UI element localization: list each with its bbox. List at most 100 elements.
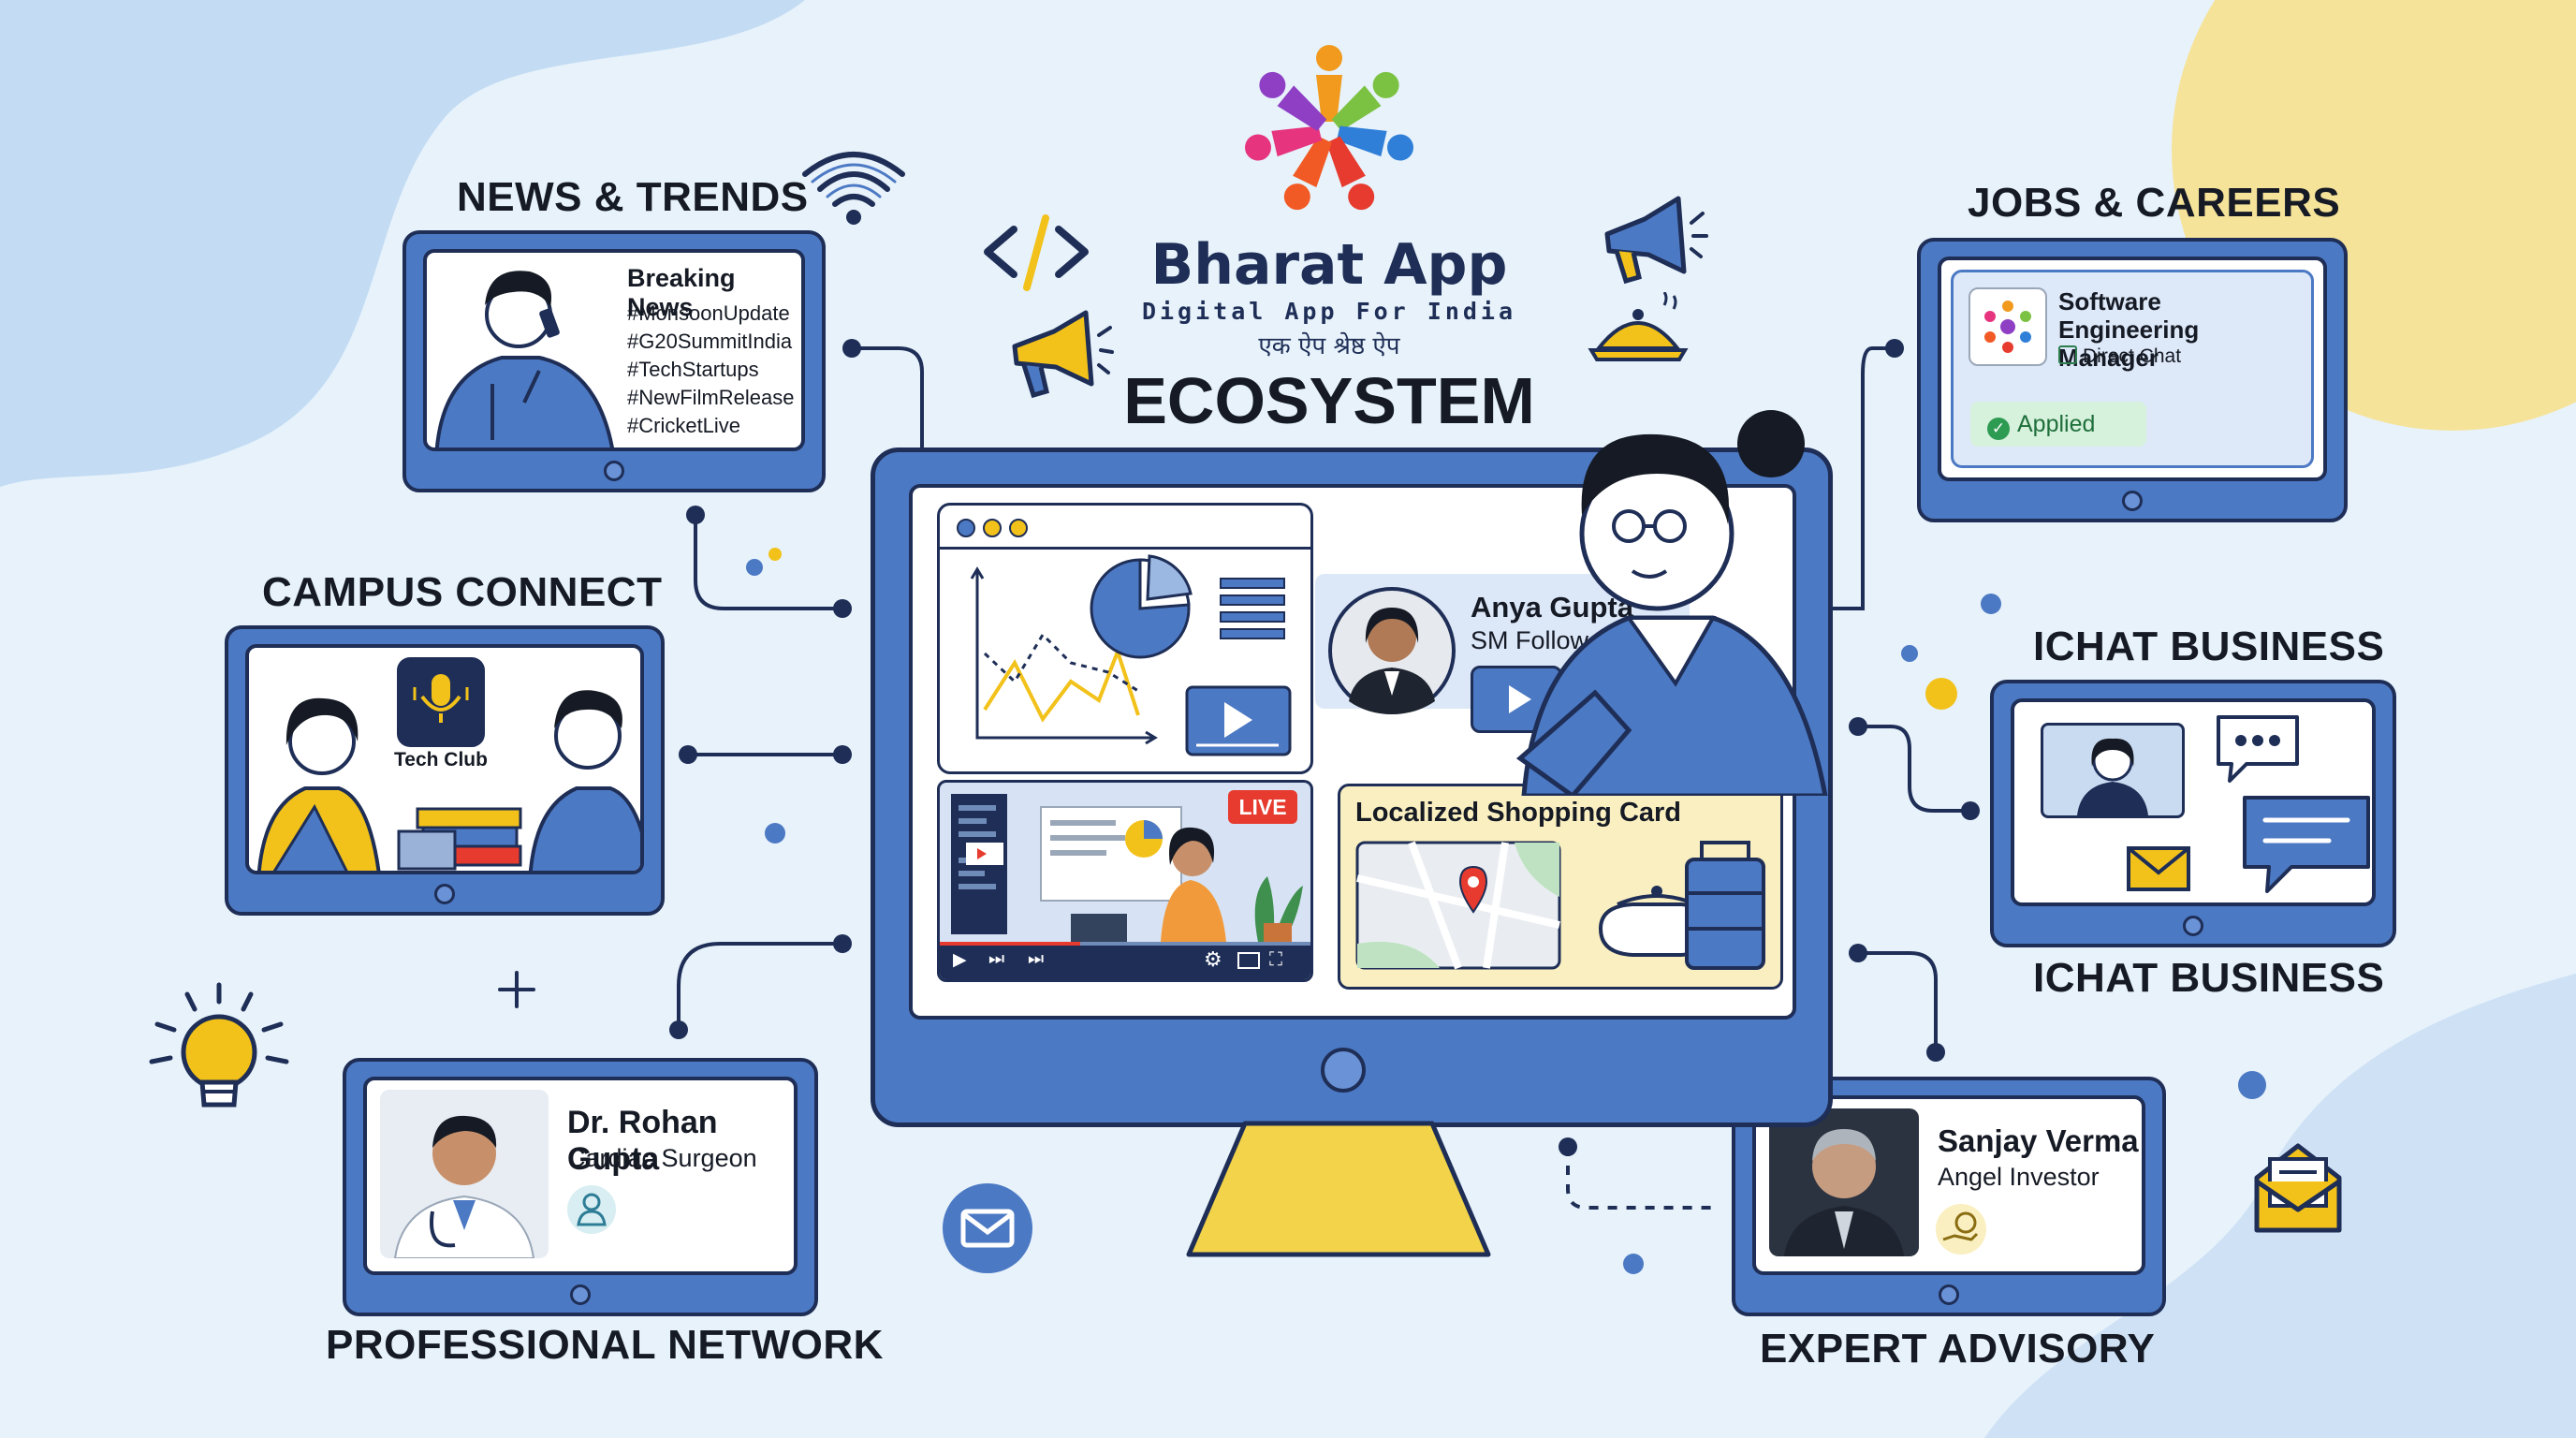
doctor-badge-icon — [567, 1185, 616, 1234]
money-hand-icon — [1936, 1204, 1986, 1255]
trend-tag[interactable]: #NewFilmRelease — [627, 386, 795, 409]
campus-tablet[interactable]: Tech Club — [225, 625, 665, 916]
ecosystem-heading: ECOSYSTEM — [1123, 364, 1535, 437]
megaphone-icon — [1604, 196, 1708, 285]
live-badge: LIVE — [1228, 790, 1297, 824]
next-control-icon[interactable]: ⏭ — [988, 949, 1005, 969]
trend-tag[interactable]: #CricketLive — [627, 414, 741, 437]
investor-avatar[interactable] — [1769, 1108, 1919, 1256]
ichat-business-label-bottom: ICHAT BUSINESS — [2033, 955, 2385, 1001]
expert-advisory-label: EXPERT ADVISORY — [1760, 1326, 2156, 1372]
fullscreen-control-icon[interactable]: ⛶ — [1269, 949, 1282, 970]
lightbulb-icon — [149, 982, 289, 1108]
envelope-icon — [2127, 846, 2190, 891]
news-screen: Breaking News #MonsoonUpdate #G20SummitI… — [423, 249, 805, 451]
shopping-title: Localized Shopping Card — [1355, 798, 1682, 828]
play-control-icon[interactable]: ▶ — [953, 950, 967, 970]
cookware-illustration — [1598, 841, 1765, 970]
window-controls — [957, 519, 1028, 542]
news-tablet[interactable]: Breaking News #MonsoonUpdate #G20SummitI… — [402, 230, 826, 492]
tablet-home-button — [570, 1284, 591, 1305]
brand-name: Bharat App — [1150, 232, 1508, 298]
campus-screen: Tech Club — [245, 644, 644, 874]
ichat-tablet[interactable] — [1990, 680, 2396, 947]
chat-icon — [2058, 345, 2077, 364]
brand-tagline: Digital App For India — [1141, 298, 1517, 325]
investor-role: Angel Investor — [1938, 1163, 2100, 1191]
video-player[interactable]: LIVE ▶ ⏭ ⏭ ⚙ ⛶ — [937, 780, 1313, 982]
campus-connect-label: CAMPUS CONNECT — [262, 569, 663, 615]
monitor-stand — [1186, 1121, 1491, 1257]
tech-club-tile[interactable] — [397, 657, 485, 747]
check-icon: ✓ — [1987, 418, 2010, 440]
video-call-tile[interactable] — [2041, 723, 2185, 818]
breaking-news-title: Breaking News — [627, 264, 736, 321]
tablet-home-button — [434, 884, 455, 904]
profile-play-button[interactable] — [1471, 666, 1562, 733]
plus-icon — [498, 971, 535, 1008]
applied-badge[interactable]: ✓ Applied — [1970, 402, 2146, 447]
doctor-role: Cardiac Surgeon — [567, 1144, 757, 1172]
monitor-power-button[interactable] — [1321, 1048, 1366, 1093]
doctor-name: Dr. Rohan Gupta — [567, 1105, 718, 1177]
mail-icon — [943, 1183, 1032, 1273]
trend-tag[interactable]: #MonsoonUpdate — [627, 301, 790, 325]
tech-club-label: Tech Club — [394, 749, 488, 770]
theater-control-icon[interactable] — [1237, 952, 1260, 969]
expert-tablet[interactable]: Sanjay Verma Angel Investor — [1732, 1077, 2166, 1316]
job-card[interactable]: Software Engineering Manager Direct Chat… — [1951, 270, 2314, 468]
bharat-logo-small — [1984, 301, 2031, 353]
live-class-illustration — [951, 794, 1303, 942]
settings-control-icon[interactable]: ⚙ — [1204, 947, 1222, 971]
direct-chat-row[interactable]: Direct Chat — [2058, 345, 2181, 368]
ichat-screen — [2011, 698, 2376, 906]
play-icon — [1509, 685, 1531, 713]
analytics-window[interactable] — [937, 503, 1313, 774]
jobs-tablet[interactable]: Software Engineering Manager Direct Chat… — [1917, 238, 2348, 522]
code-icon — [984, 214, 1089, 291]
tablet-home-button — [1939, 1284, 1959, 1305]
tablet-home-button — [2122, 491, 2143, 511]
professional-tablet[interactable]: Dr. Rohan Gupta Cardiac Surgeon — [343, 1058, 818, 1316]
investor-name: Sanjay Verma — [1938, 1123, 2139, 1158]
news-trends-label: NEWS & TRENDS — [457, 174, 809, 220]
presenter-illustration — [1516, 410, 1828, 796]
analytics-illustration — [970, 554, 1292, 756]
jobs-screen: Software Engineering Manager Direct Chat… — [1938, 257, 2327, 481]
direct-chat-label: Direct Chat — [2083, 345, 2182, 367]
wifi-icon — [802, 152, 905, 225]
trend-tag[interactable]: #G20SummitIndia — [627, 330, 793, 353]
tablet-home-button — [604, 461, 624, 481]
chat-bubble-icon — [2217, 715, 2299, 783]
company-logo — [1969, 287, 2047, 366]
map-thumbnail[interactable] — [1355, 841, 1561, 970]
bharat-logo — [1244, 45, 1414, 211]
ichat-business-label-top: ICHAT BUSINESS — [2033, 624, 2385, 669]
applied-label: Applied — [2017, 411, 2096, 437]
shopping-card[interactable]: Localized Shopping Card — [1338, 784, 1783, 990]
doctor-avatar[interactable] — [380, 1090, 549, 1258]
professional-network-label: PROFESSIONAL NETWORK — [326, 1322, 884, 1368]
profile-name: Anya Gupta — [1471, 591, 1633, 624]
chat-bubble-icon — [2243, 796, 2370, 893]
cloche-icon — [1588, 292, 1689, 361]
trend-list: #MonsoonUpdate #G20SummitIndia #TechStar… — [627, 300, 795, 440]
skip-control-icon[interactable]: ⏭ — [1028, 949, 1045, 969]
trend-tag[interactable]: #TechStartups — [627, 358, 759, 381]
jobs-careers-label: JOBS & CAREERS — [1968, 180, 2341, 226]
megaphone-icon — [1012, 310, 1114, 399]
profile-avatar[interactable] — [1326, 585, 1457, 716]
brand-hindi-tagline: एक ऐप श्रेष्ठ ऐप — [1258, 332, 1400, 360]
microphone-icon — [413, 674, 469, 723]
map-pin-icon — [1458, 865, 1488, 914]
expert-screen: Sanjay Verma Angel Investor — [1752, 1095, 2145, 1275]
video-controls: ▶ ⏭ ⏭ ⚙ ⛶ — [940, 942, 1310, 979]
envelope-icon — [2254, 1143, 2342, 1233]
user-avatar — [2077, 738, 2148, 815]
job-title: Software Engineering Manager — [2058, 287, 2200, 372]
professional-screen: Dr. Rohan Gupta Cardiac Surgeon — [363, 1077, 798, 1275]
campus-illustration — [256, 690, 640, 871]
tablet-home-button — [2183, 916, 2203, 936]
person-phone-illustration — [434, 271, 614, 448]
